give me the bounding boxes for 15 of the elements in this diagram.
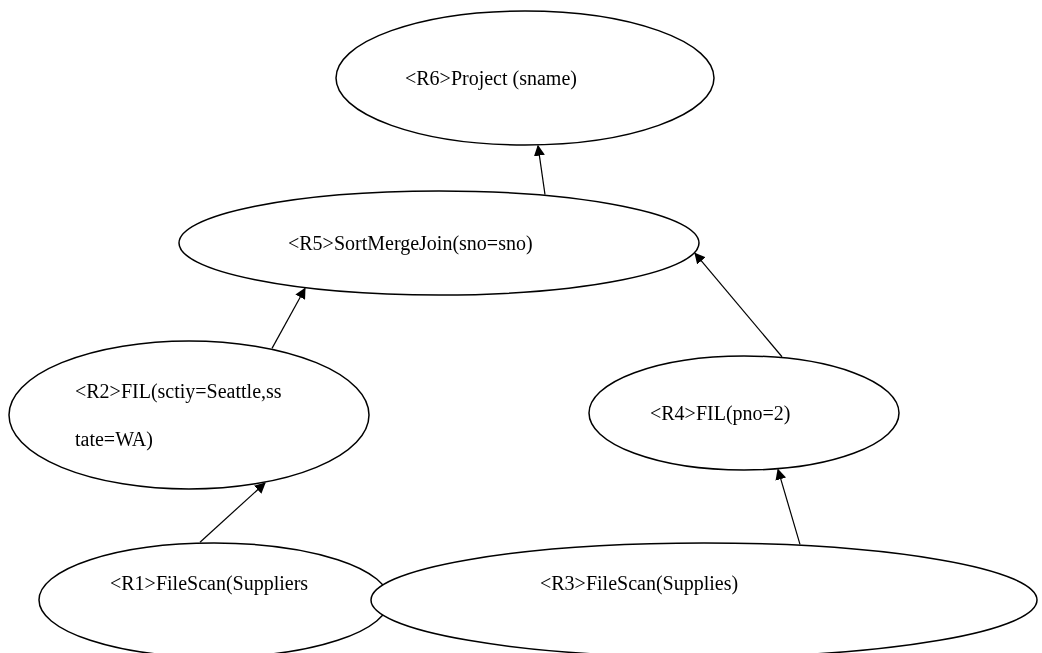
- operator-ellipse: [588, 355, 900, 471]
- operator-label: <R4>FIL(pno=2): [650, 401, 792, 427]
- operator-label: <R6>Project (sname): [405, 66, 578, 92]
- arrow: [775, 468, 801, 546]
- arrow: [694, 252, 783, 358]
- operator-label: <R3>FileScan(Supplies): [540, 571, 740, 597]
- arrow: [271, 287, 306, 349]
- arrow: [199, 482, 266, 543]
- operator-label: <R1>FileScan(Suppliers: [110, 571, 310, 597]
- operator-label: <R5>SortMergeJoin(sno=sno): [288, 231, 534, 257]
- operator-ellipse: [8, 340, 370, 490]
- arrow: [533, 144, 546, 196]
- operator-label: <R2>FIL(sctiy=Seattle,ss tate=WA): [75, 379, 283, 453]
- operator-ellipse: [335, 10, 715, 146]
- operator-ellipse: [178, 190, 700, 296]
